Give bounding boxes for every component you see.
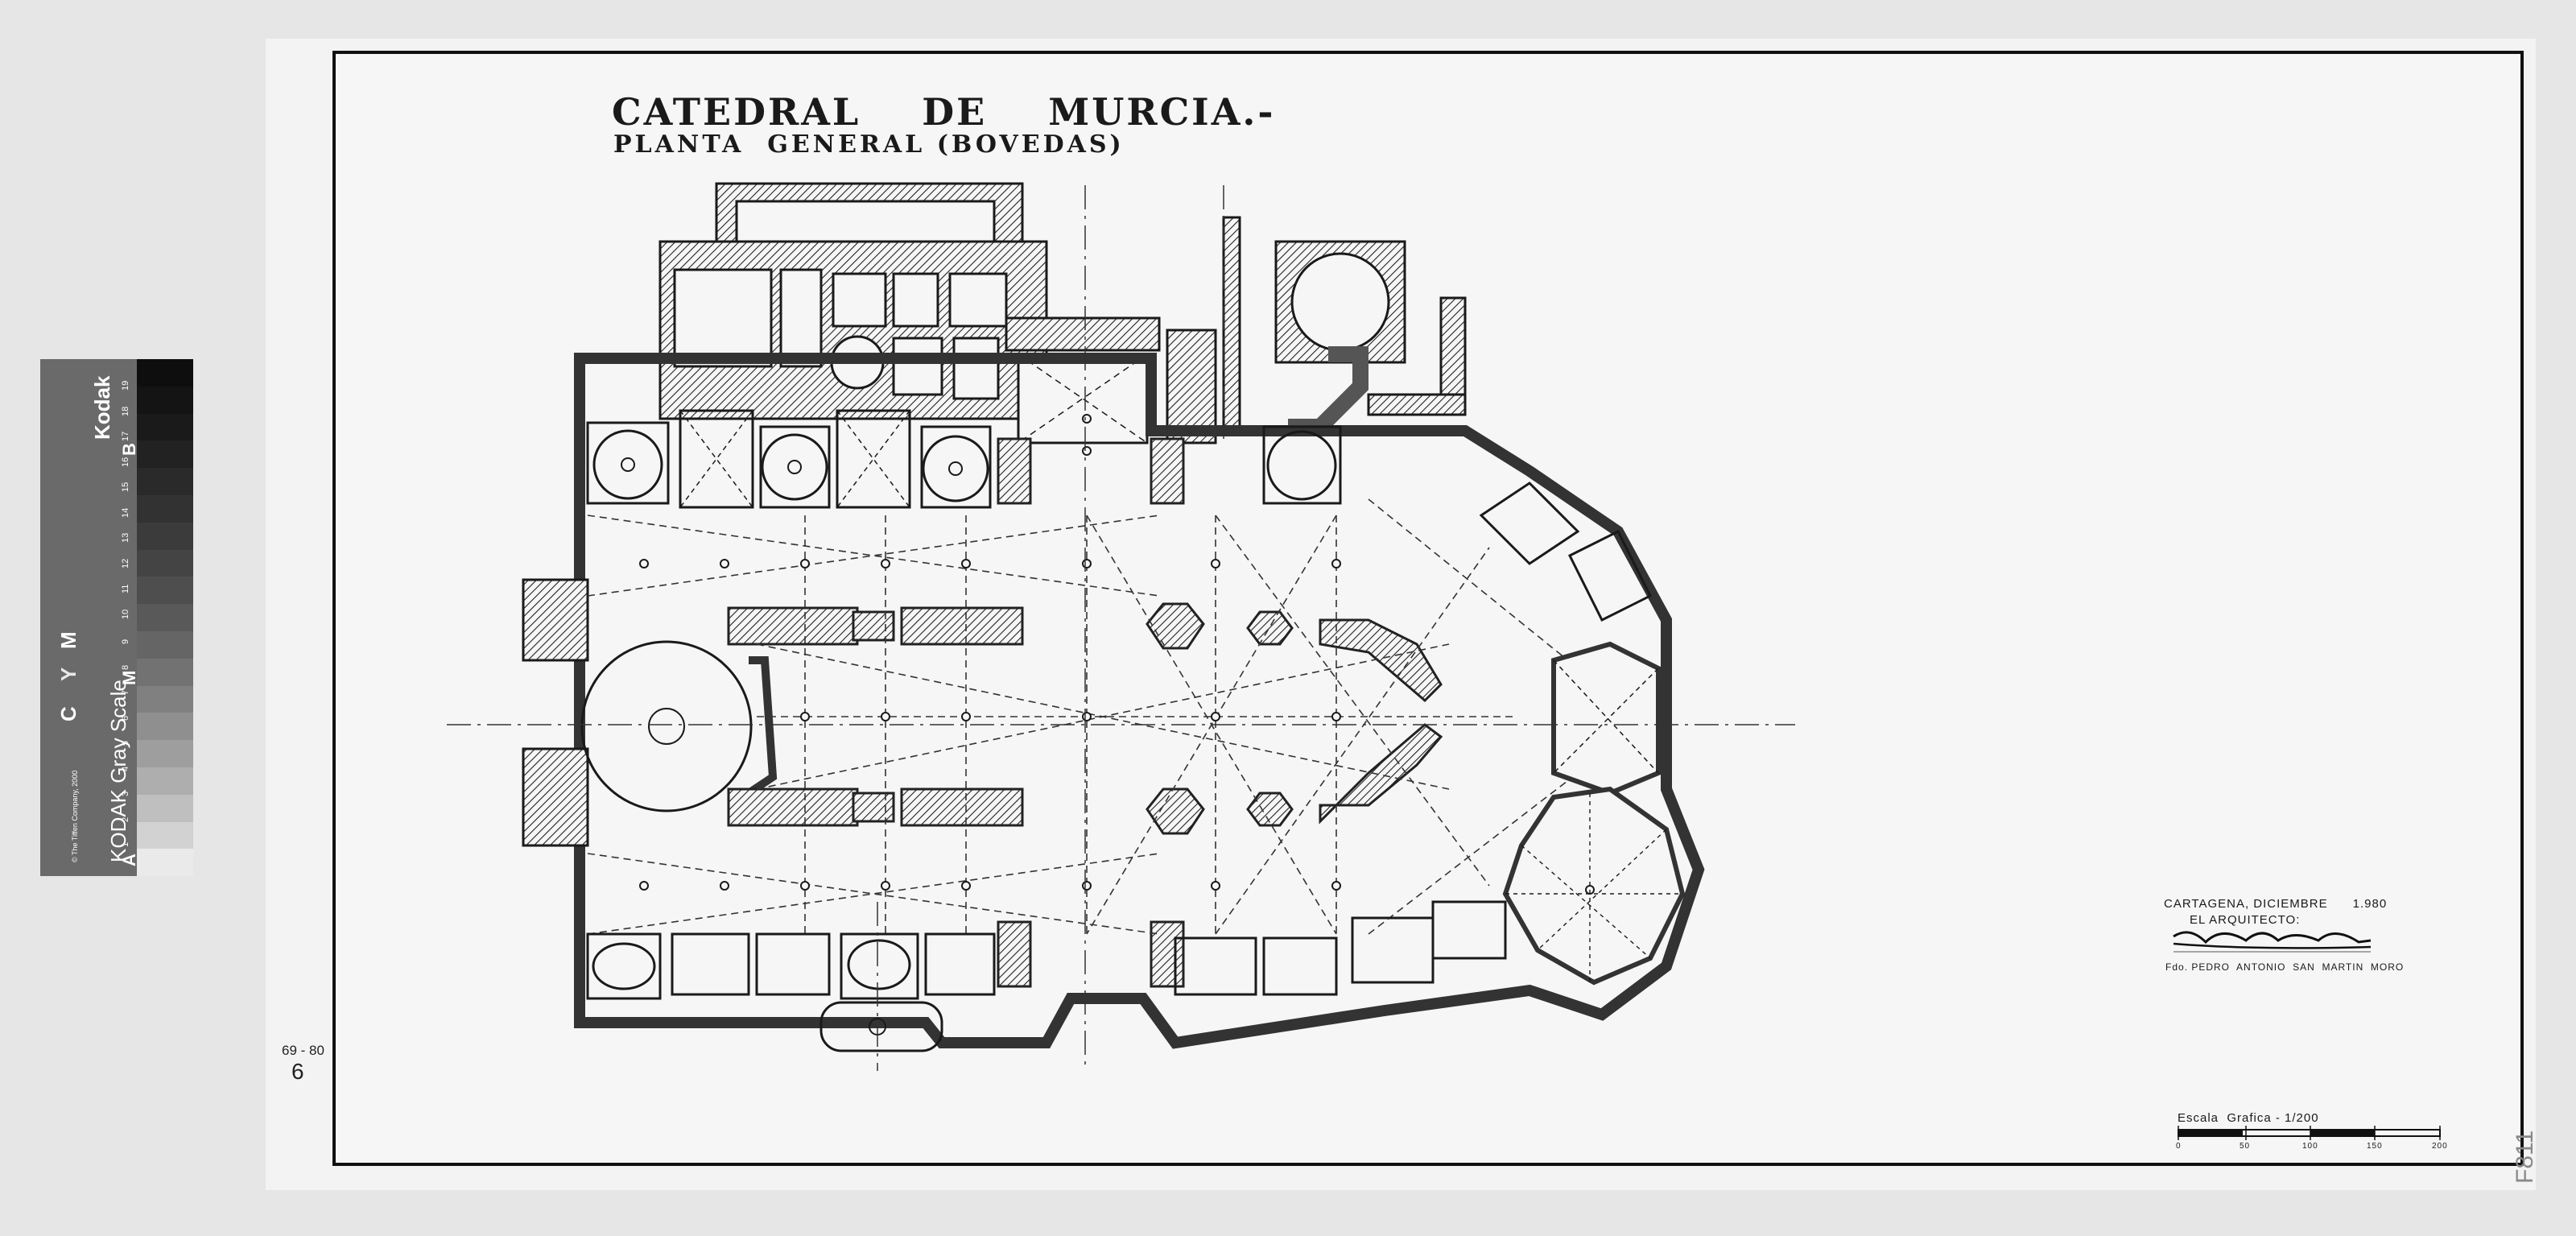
gray-step-number: 13 [121,532,130,543]
architect-role: EL ARQUITECTO: [2190,913,2301,927]
corner-mark: F811 [2512,1130,2538,1184]
south-chapels [586,900,1507,1052]
card-label-panel [40,359,137,876]
gray-step-number: 5 [121,740,130,746]
nave-piers [727,437,1443,988]
gray-step-number: 7 [121,689,130,695]
drawing-frame [332,51,2524,1166]
vault-bosses [639,414,1341,891]
gray-step-number: 15 [121,482,130,492]
gray-step-number: 3 [121,791,130,796]
kodak-brand: Kodak [90,375,114,440]
drawing-subtitle: PLANTA GENERAL (BOVEDAS) [613,130,1125,159]
gray-step-number: 4 [121,766,130,771]
sheet-index: 6 [291,1059,304,1084]
north-chapels [586,409,1342,509]
marker-m: M [56,631,80,649]
scale-tick-50: 50 [2240,1142,2251,1151]
scale-tick-150: 150 [2367,1142,2383,1151]
west-circle [522,578,778,847]
axis-lines [447,185,1795,1071]
gray-step-number: 8 [121,664,130,670]
gray-step-number: 14 [121,507,130,518]
outer-wall [574,353,1705,1049]
gray-step-number: 12 [121,558,130,568]
gray-step-number: 19 [121,380,130,391]
kodak-copyright: © The Tiffen Company, 2000 [71,770,79,862]
drawing-title: CATEDRAL DE MURCIA.- [612,90,1276,134]
gray-steps [137,359,193,877]
marker-c: C [56,706,80,721]
marker-y: Y [56,667,80,681]
gray-step-number: 2 [121,816,130,822]
scale-tick-0: 0 [2176,1142,2182,1151]
gray-step-number: 10 [121,609,130,619]
scale-tick-100: 100 [2302,1142,2318,1151]
kodak-gray-scale-card: Kodak KODAK Gray Scale © The Tiffen Comp… [40,359,193,877]
gray-step-number: 6 [121,715,130,721]
gray-step-number: 1 [121,841,130,847]
place-date: CARTAGENA, DICIEMBRE 1.980 [2164,897,2388,911]
scale-tick-200: 200 [2432,1142,2448,1151]
gray-step-number: 17 [121,431,130,441]
signed-by: Fdo. PEDRO ANTONIO SAN MARTIN MORO [2165,961,2405,973]
gray-step-number: 18 [121,406,130,416]
gray-step-number: 9 [121,639,130,644]
gray-step-number: 16 [121,457,130,467]
sheet-number: 69 - 80 [282,1043,324,1058]
gray-step-number: 11 [121,584,130,593]
apse-chapels [1479,482,1686,986]
scale-label: Escala Grafica - 1/200 [2178,1111,2319,1125]
